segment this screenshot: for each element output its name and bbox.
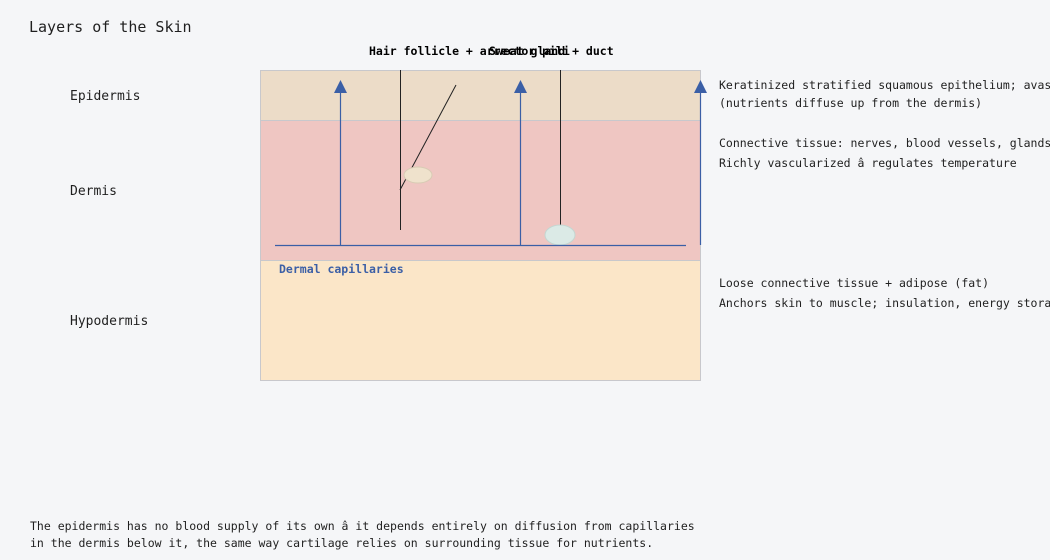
hair-follicle-callout: Hair follicle + arrector pili	[369, 44, 570, 58]
diagram-title: Layers of the Skin	[29, 18, 192, 36]
dermis-desc-line-2: Richly vascularized â regulates temperat…	[719, 156, 1017, 170]
hypodermis-desc-line-1: Loose connective tissue + adipose (fat)	[719, 276, 990, 290]
sweat-gland-callout: Sweat gland + duct	[489, 44, 614, 58]
dermis-layer	[260, 120, 700, 260]
epidermis-desc-line-1: Keratinized stratified squamous epitheli…	[719, 78, 1050, 92]
diffusion-arrowhead-3	[694, 80, 707, 93]
hypodermis-description: Loose connective tissue + adipose (fat) …	[719, 273, 1050, 313]
footer-line-1: The epidermis has no blood supply of its…	[30, 519, 695, 533]
diffusion-arrowhead-1	[334, 80, 347, 93]
epidermis-label: Epidermis	[70, 89, 141, 104]
dermis-desc-line-1: Connective tissue: nerves, blood vessels…	[719, 136, 1050, 150]
footer-note: The epidermis has no blood supply of its…	[30, 518, 695, 552]
epidermis-description: Keratinized stratified squamous epitheli…	[719, 76, 1050, 112]
hypodermis-layer	[260, 260, 700, 380]
dermis-description: Connective tissue: nerves, blood vessels…	[719, 133, 1050, 173]
hypodermis-desc-line-2: Anchors skin to muscle; insulation, ener…	[719, 296, 1050, 310]
hypodermis-label: Hypodermis	[70, 314, 149, 329]
epidermis-desc-line-2: (nutrients diffuse up from the dermis)	[719, 96, 983, 110]
epidermis-layer	[260, 70, 700, 120]
footer-line-2: in the dermis below it, the same way car…	[30, 536, 654, 550]
hair-bulb	[403, 166, 433, 184]
dermal-capillaries-label: Dermal capillaries	[279, 262, 404, 276]
sweat-gland	[544, 224, 576, 246]
dermis-label: Dermis	[70, 184, 117, 199]
diffusion-arrowhead-2	[514, 80, 527, 93]
